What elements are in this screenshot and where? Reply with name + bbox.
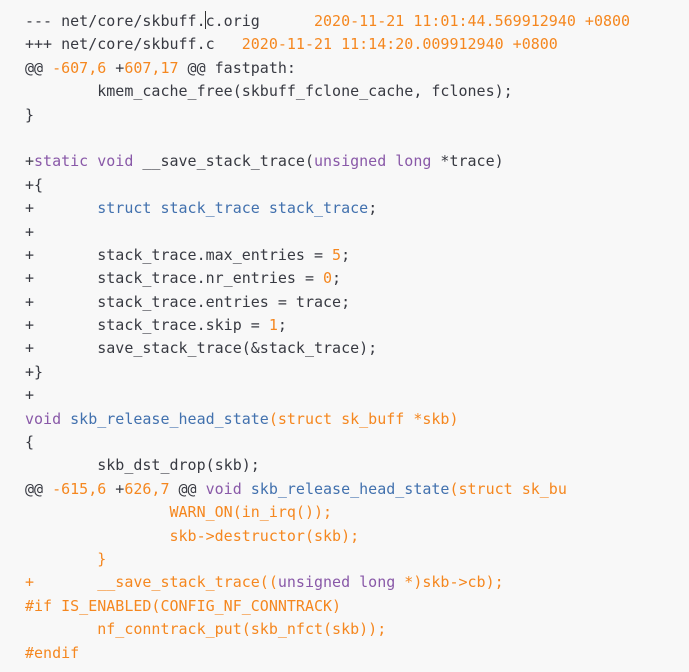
code-token: c.orig (205, 12, 314, 30)
code-line: ​ (25, 127, 630, 150)
code-token: skb_release_head_state (61, 409, 269, 428)
code-token (25, 527, 170, 545)
code-token: ; (368, 199, 378, 218)
code-token: + (25, 152, 35, 171)
code-line: } (25, 548, 630, 571)
code-token: unsigned long (314, 152, 432, 171)
code-line: skb_dst_drop(skb); (25, 454, 630, 477)
code-line: +{ (25, 174, 630, 197)
code-token: nf_conntrack_put(skb_nfct(skb)); (25, 620, 387, 639)
code-line: + stack_trace.skip = 1; (25, 314, 630, 337)
code-token: { (25, 433, 35, 452)
code-token: void (205, 479, 242, 498)
code-token: (struct sk_buff *skb) (268, 409, 459, 428)
code-token: +{ (25, 175, 44, 194)
code-line: + (25, 384, 630, 407)
code-token: skb_release_head_state (241, 479, 450, 498)
code-token: 607,17 (124, 58, 179, 77)
code-line: + stack_trace.nr_entries = 0; (25, 267, 630, 290)
code-token: *trace) (431, 152, 504, 171)
code-line: { (25, 431, 630, 454)
code-token: + (106, 58, 125, 77)
code-token: 0 (323, 269, 333, 288)
code-token: + stack_trace.entries = trace; (25, 292, 351, 311)
code-line: +++ net/core/skbuff.c 2020-11-21 11:14:2… (25, 33, 630, 56)
code-token: + (25, 386, 35, 405)
code-token: 5 (332, 245, 342, 264)
code-line: void skb_release_head_state(struct sk_bu… (25, 408, 630, 431)
code-token (25, 503, 170, 521)
code-token: 2020-11-21 11:01:44.569912940 +0800 (314, 12, 631, 30)
code-line: WARN_ON(in_irq()); (25, 501, 630, 524)
text-cursor (205, 11, 207, 29)
code-token: void (25, 409, 62, 428)
code-line: --- net/core/skbuff.c.orig 2020-11-21 11… (25, 10, 630, 33)
code-line: + stack_trace.max_entries = 5; (25, 244, 630, 267)
code-line: + struct stack_trace stack_trace; (25, 197, 630, 220)
code-token: static void (34, 152, 134, 171)
code-token: + __save_stack_trace(( (25, 573, 278, 592)
code-token: ; (341, 245, 351, 264)
code-token: +++ net/core/skbuff.c (25, 35, 242, 54)
code-token: skb_dst_drop(skb); (25, 456, 260, 475)
code-line: nf_conntrack_put(skb_nfct(skb)); (25, 618, 630, 641)
code-token: ; (277, 316, 287, 335)
code-line: kmem_cache_free(skbuff_fclone_cache, fcl… (25, 80, 630, 103)
code-line: } (25, 104, 630, 127)
code-line: #if IS_ENABLED(CONFIG_NF_CONNTRACK) (25, 595, 630, 618)
code-token: @@ fastpath: (178, 58, 296, 77)
code-line: @@ -607,6 +607,17 @@ fastpath: (25, 57, 630, 80)
code-token: struct stack_trace stack_trace (97, 199, 369, 218)
code-line: + stack_trace.entries = trace; (25, 291, 630, 314)
code-lines: --- net/core/skbuff.c.orig 2020-11-21 11… (25, 10, 630, 665)
code-line: + __save_stack_trace((unsigned long *)sk… (25, 571, 630, 594)
code-token: *)skb->cb); (395, 573, 504, 592)
code-token: 626,7 (124, 479, 170, 498)
code-token (25, 550, 97, 568)
code-token: } (97, 549, 107, 568)
code-token: + (25, 199, 98, 218)
code-token: @@ (25, 58, 53, 77)
code-token: @@ (25, 479, 53, 498)
code-token: (struct sk_bu (449, 479, 567, 498)
code-token: + stack_trace.max_entries = (25, 245, 333, 264)
code-line: +} (25, 361, 630, 384)
code-line: + (25, 221, 630, 244)
code-token: + save_stack_trace(&stack_trace); (25, 339, 378, 358)
code-token: -615,6 (52, 479, 107, 498)
code-token: + (25, 222, 35, 241)
code-token: #if IS_ENABLED(CONFIG_NF_CONNTRACK) (25, 596, 342, 615)
code-line: + save_stack_trace(&stack_trace); (25, 337, 630, 360)
code-token: + stack_trace.nr_entries = (25, 269, 324, 288)
code-token: ; (332, 269, 342, 288)
code-line: skb->destructor(skb); (25, 525, 630, 548)
code-token: + stack_trace.skip = (25, 316, 269, 335)
code-token: } (25, 105, 35, 124)
code-token: @@ (169, 479, 206, 498)
code-token: __save_stack_trace( (133, 152, 314, 171)
code-token: 1 (268, 316, 278, 335)
code-token: + (106, 479, 125, 498)
code-token: kmem_cache_free(skbuff_fclone_cache, fcl… (25, 82, 513, 101)
code-token: -607,6 (52, 58, 107, 77)
code-token: unsigned long (277, 573, 396, 592)
code-token: skb->destructor(skb); (169, 526, 360, 545)
code-line: #endif (25, 642, 630, 665)
code-token: 2020-11-21 11:14:20.009912940 +0800 (241, 35, 558, 54)
code-token: +} (25, 362, 44, 381)
code-line: @@ -615,6 +626,7 @@ void skb_release_hea… (25, 478, 630, 501)
code-line: +static void __save_stack_trace(unsigned… (25, 150, 630, 173)
code-token: WARN_ON(in_irq()); (169, 503, 333, 522)
code-token: #endif (25, 643, 80, 662)
code-token: --- net/core/skbuff. (25, 12, 206, 30)
